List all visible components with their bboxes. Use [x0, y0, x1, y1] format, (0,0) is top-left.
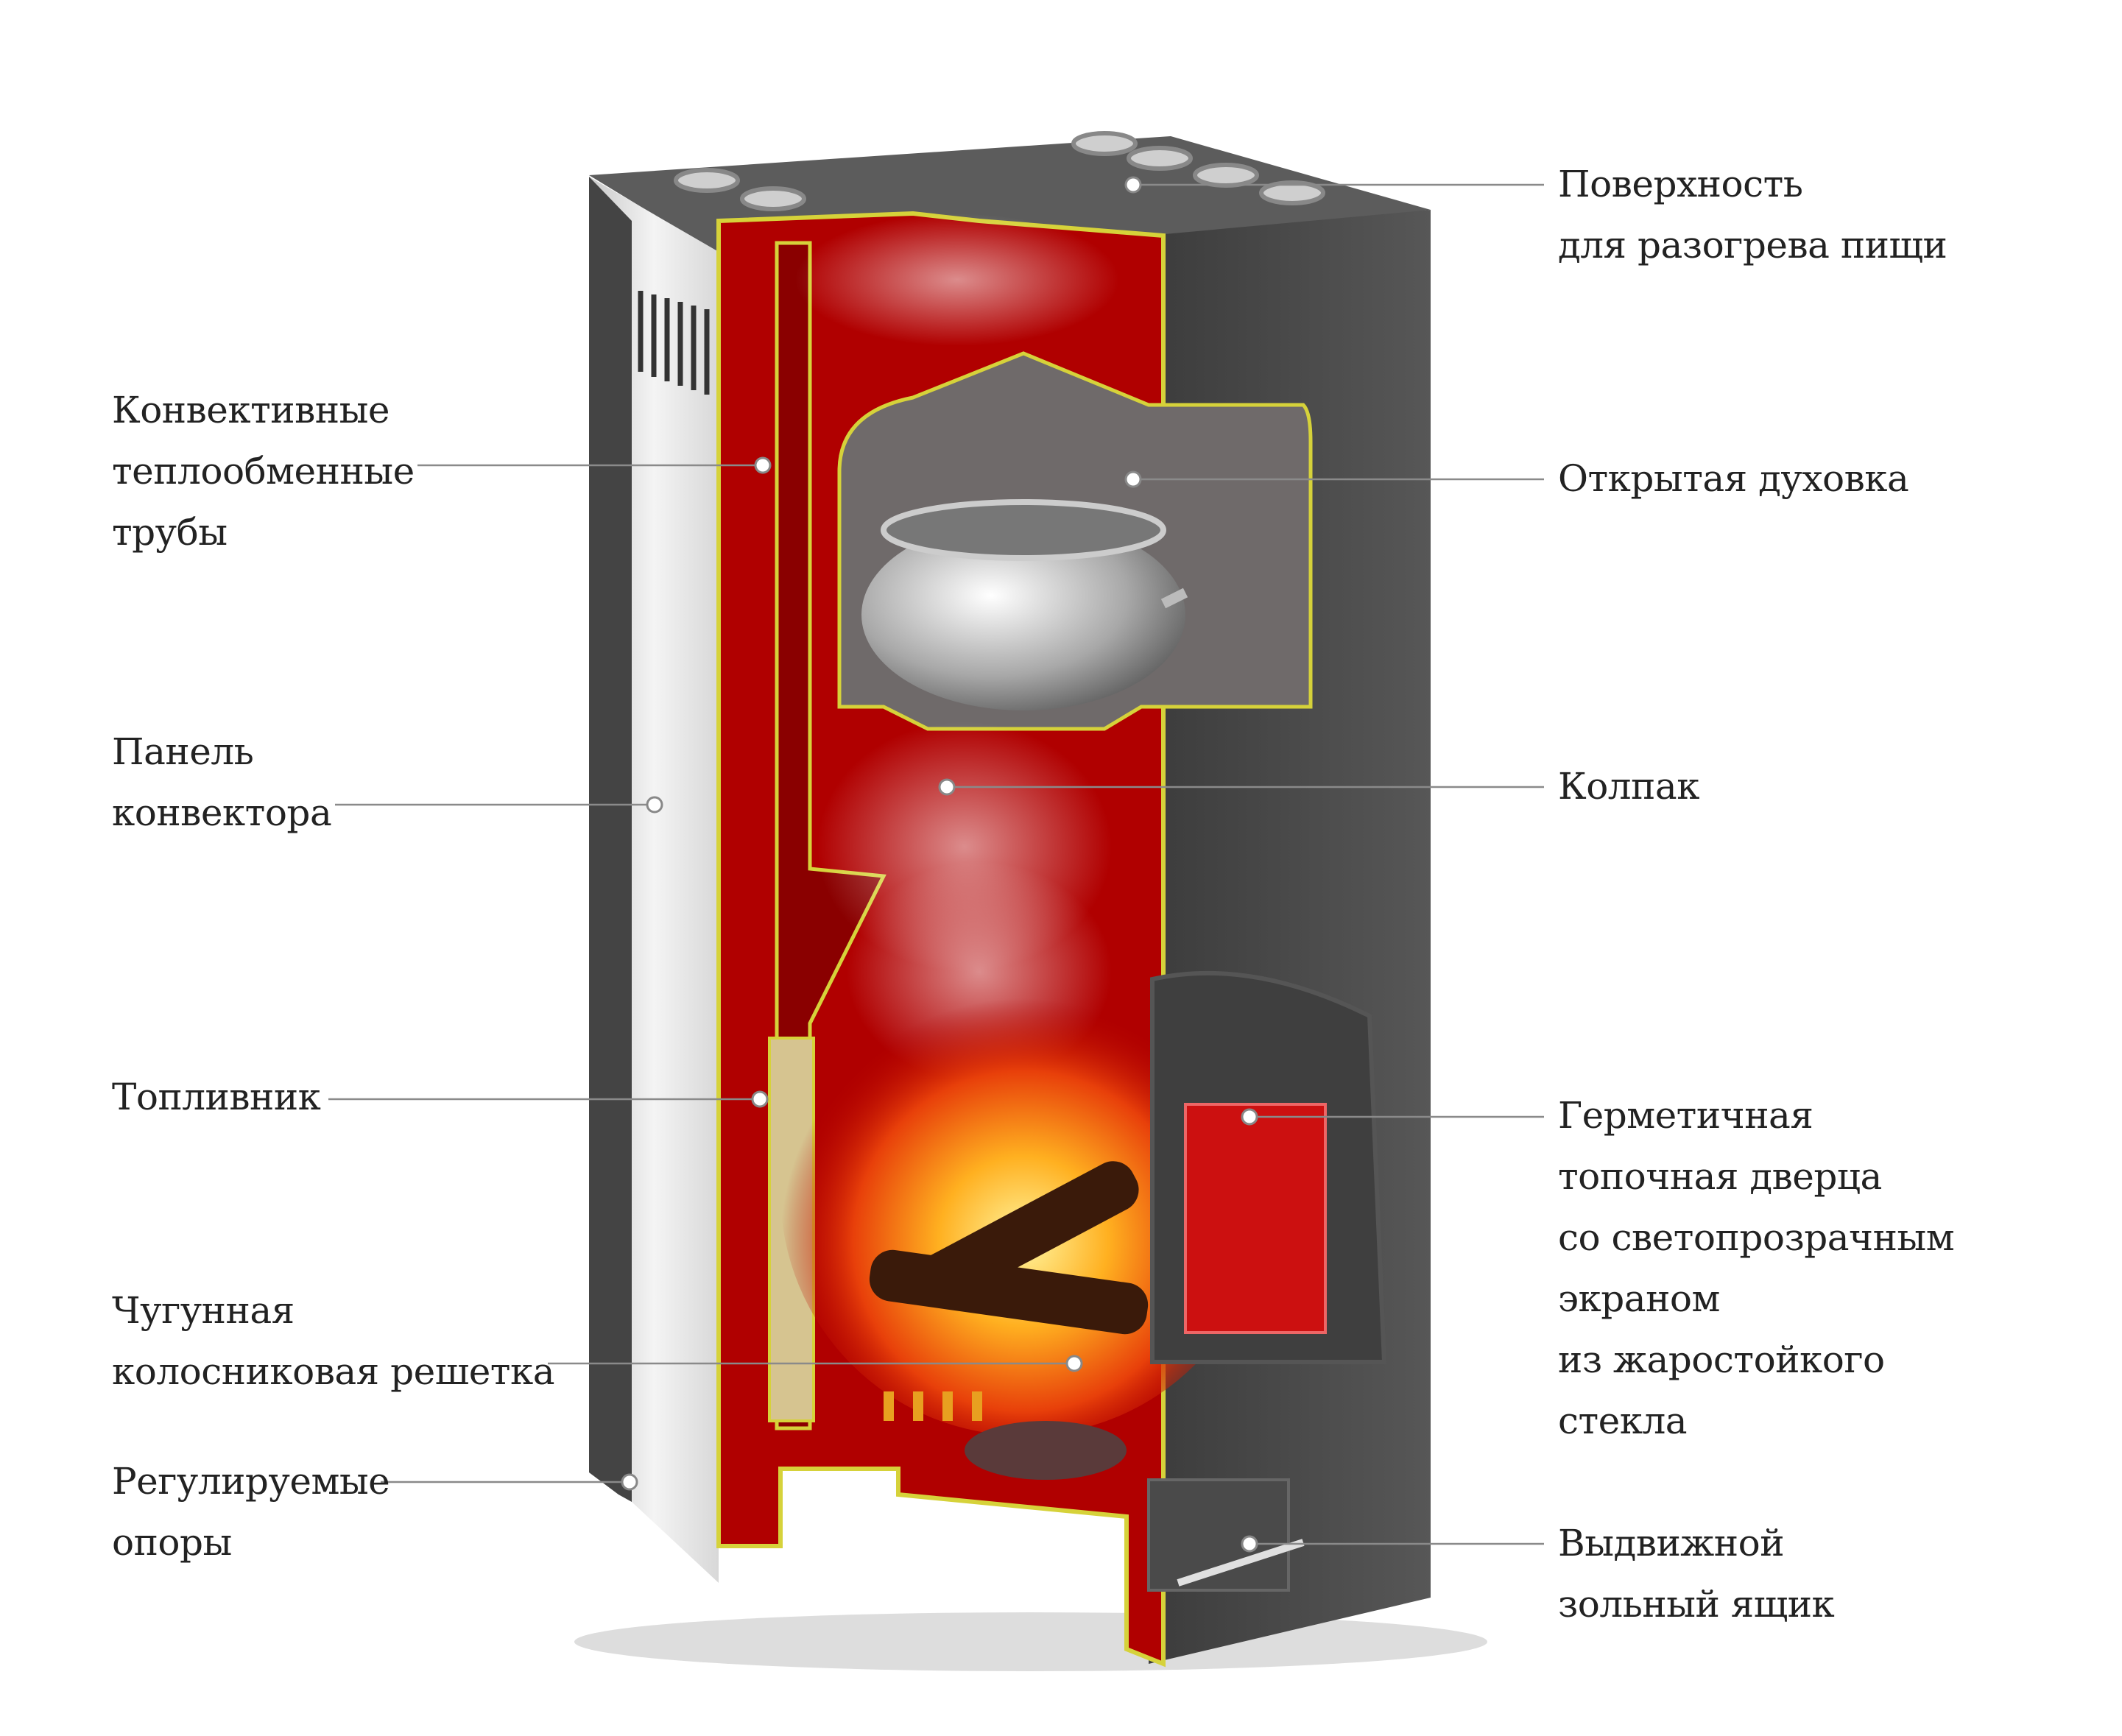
label-convector-panel: Панель конвектора — [112, 721, 332, 844]
label-grate: Чугунная колосниковая решетка — [112, 1280, 555, 1402]
side-edge — [589, 177, 632, 1502]
label-door: Герметичная топочная дверца со светопроз… — [1558, 1085, 1955, 1452]
label-convection-pipes: Конвективные теплообменные трубы — [112, 380, 415, 563]
pot — [861, 519, 1185, 710]
door-glass — [1184, 1103, 1327, 1334]
label-line: для разогрева пищи — [1558, 224, 1947, 267]
label-ash-drawer: Выдвижной зольный ящик — [1558, 1513, 1835, 1635]
label-hood: Колпак — [1558, 756, 1699, 817]
label-line: экраном — [1558, 1277, 1720, 1320]
label-line: трубы — [112, 511, 228, 554]
label-line: Колпак — [1558, 765, 1699, 808]
burner-rings — [674, 131, 1325, 211]
label-line: теплообменные — [112, 450, 415, 493]
label-line: стекла — [1558, 1400, 1688, 1442]
callout-dots — [621, 176, 1258, 1553]
label-line: Герметичная — [1558, 1094, 1813, 1137]
label-firebox: Топливник — [112, 1067, 321, 1128]
firewood — [869, 1161, 1149, 1335]
label-line: колосниковая решетка — [112, 1350, 555, 1393]
label-line: Конвективные — [112, 389, 389, 431]
convector-panel-shape — [589, 177, 719, 1583]
leader-lines — [328, 183, 1544, 1545]
floor-shadow — [574, 1612, 1487, 1671]
vent-slots — [638, 291, 710, 395]
ash-drawer — [1147, 1478, 1290, 1592]
label-cooking-surface: Поверхность для разогрева пищи — [1558, 154, 1947, 276]
label-line: Поверхность — [1558, 163, 1803, 205]
label-oven: Открытая духовка — [1558, 448, 1909, 509]
ash-coals — [965, 1421, 1127, 1480]
label-line: Выдвижной — [1558, 1522, 1785, 1564]
label-line: Открытая духовка — [1558, 457, 1909, 500]
pot-handle — [1160, 588, 1188, 609]
label-line: Чугунная — [112, 1289, 295, 1332]
label-line: конвектора — [112, 791, 332, 834]
grate — [884, 1391, 982, 1421]
label-line: опоры — [112, 1521, 232, 1564]
label-line: топочная дверца — [1558, 1155, 1882, 1198]
label-line: из жаростойкого — [1558, 1338, 1885, 1381]
label-line: Регулируемые — [112, 1460, 390, 1503]
label-line: Топливник — [112, 1076, 321, 1118]
label-line: зольный ящик — [1558, 1583, 1835, 1626]
label-legs: Регулируемые опоры — [112, 1451, 390, 1573]
label-line: Панель — [112, 730, 254, 773]
ash-drawer-handle — [1177, 1539, 1305, 1587]
label-line: со светопрозрачным — [1558, 1216, 1955, 1259]
pot-rim — [881, 499, 1166, 561]
